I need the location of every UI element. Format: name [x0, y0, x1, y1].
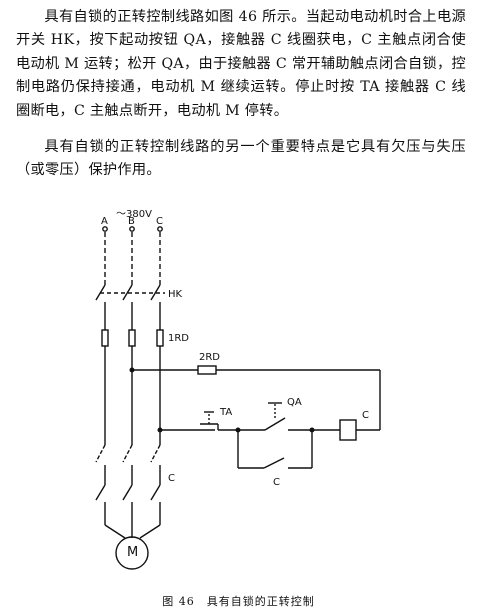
figure-caption: 图 46 具有自锁的正转控制	[162, 595, 315, 608]
phase-b-label: B	[128, 216, 135, 227]
fuse-1rd	[101, 329, 164, 445]
fuse-main-label: 1RD	[168, 333, 190, 344]
fuse-ctrl-label: 2RD	[199, 352, 221, 363]
supply-label: ～380V	[116, 209, 152, 220]
phase-a-label: A	[101, 216, 108, 227]
fuse-2rd	[197, 365, 217, 375]
coil-c	[339, 419, 357, 441]
motor-label: M	[127, 545, 139, 560]
main-contact-label: C	[168, 473, 175, 484]
stop-button-ta	[195, 411, 219, 431]
coil-label: C	[362, 410, 369, 421]
motor-m	[115, 536, 149, 570]
main-contact-c	[95, 444, 161, 525]
phase-c-label: C	[156, 216, 163, 227]
stop-button-label: TA	[220, 407, 233, 418]
start-button-label: QA	[287, 397, 302, 408]
hk-switch	[95, 284, 165, 330]
aux-contact-label: C	[273, 477, 280, 488]
body-paragraph-2: 具有自锁的正转控制线路的另一个重要特点是它具有欠压与失压（或零压）保护作用。	[16, 139, 466, 179]
switch-label: HK	[168, 289, 183, 300]
body-paragraph-1: 具有自锁的正转控制线路如图 46 所示。当起动电动机时合上电源开关 HK，按下起…	[16, 9, 466, 119]
start-button-qa	[264, 402, 286, 431]
aux-contact-c	[237, 430, 313, 469]
circuit-diagram	[95, 226, 381, 570]
